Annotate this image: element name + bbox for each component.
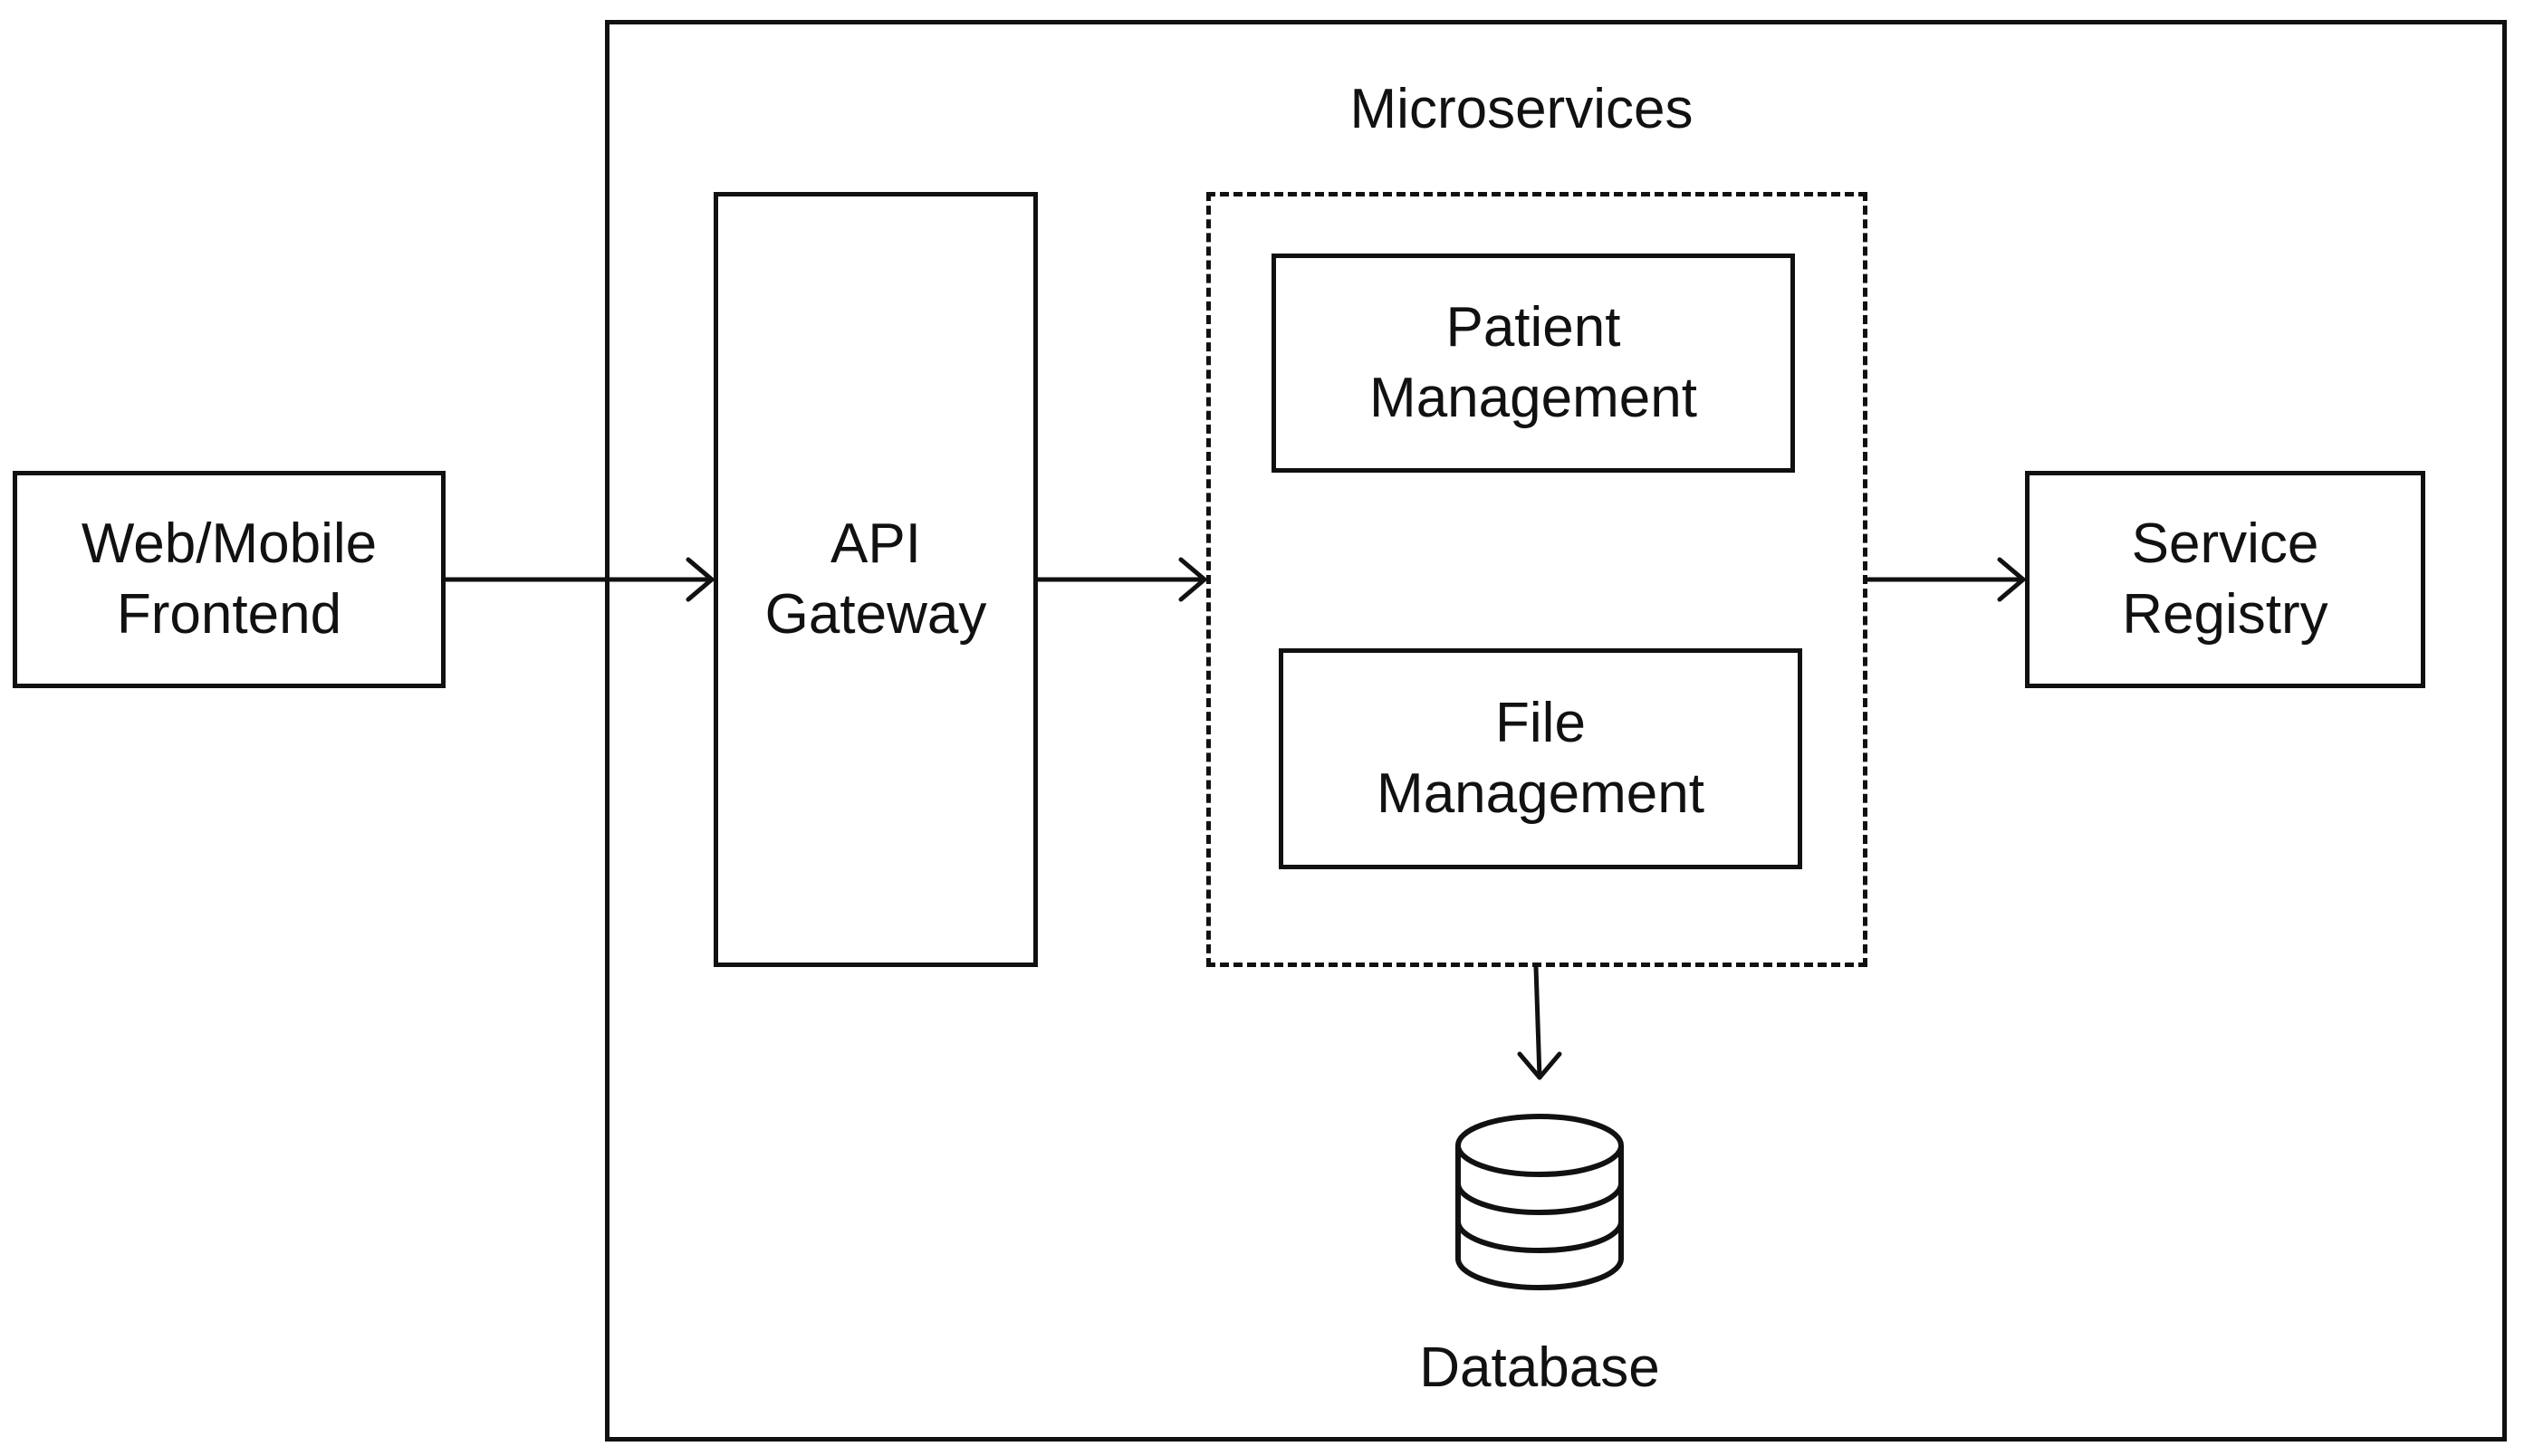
arrowhead-services-to-database (1517, 1051, 1562, 1080)
microservices-title: Microservices (1349, 78, 1694, 140)
arrowhead-services-to-registry (1997, 557, 2026, 602)
database-label: Database (1419, 1336, 1660, 1399)
api-gateway-node: API Gateway (714, 192, 1038, 967)
arrowhead-gateway-to-services (1178, 557, 1207, 602)
database-icon (1455, 1114, 1624, 1290)
arrowhead-frontend-to-gateway (686, 557, 715, 602)
arrow-services-to-database (1533, 964, 1542, 1080)
service-registry-label: Service Registry (2122, 512, 2328, 646)
file-management-label: File Management (1377, 692, 1704, 825)
patient-management-node: Patient Management (1272, 254, 1795, 473)
api-gateway-label: API Gateway (764, 512, 987, 646)
service-registry-node: Service Registry (2025, 471, 2425, 688)
file-management-node: File Management (1279, 648, 1802, 869)
patient-management-label: Patient Management (1369, 296, 1697, 429)
frontend-node: Web/Mobile Frontend (13, 471, 446, 688)
frontend-label: Web/Mobile Frontend (81, 512, 378, 646)
